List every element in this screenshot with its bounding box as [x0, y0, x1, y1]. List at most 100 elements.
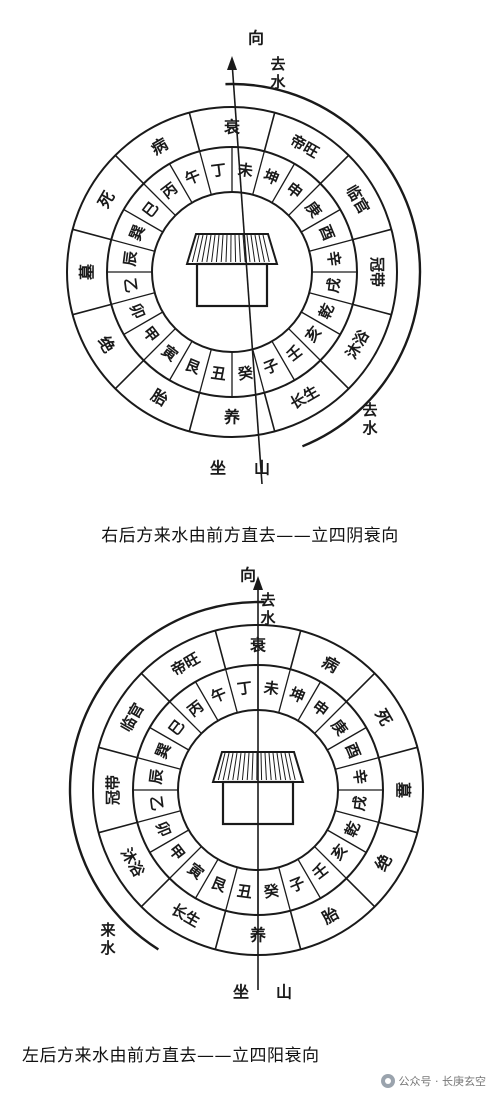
inner-sector-divider: [278, 669, 291, 713]
inner-ring-label: 酉: [316, 222, 338, 243]
direction-arrow-icon: [253, 576, 263, 590]
inner-sector-divider: [137, 810, 181, 823]
inner-sector-divider: [194, 858, 219, 899]
outer-ring-label: 长生: [168, 900, 203, 931]
outer-ring-label: 墓: [78, 263, 97, 281]
inner-ring-label: 乾: [342, 819, 364, 840]
caption-left-water: 左后方来水由前方直去——立四阳衰向: [22, 1046, 320, 1066]
inner-ring-label: 乾: [316, 301, 338, 322]
roof-tile-line: [251, 752, 254, 781]
inner-ring-label: 丑: [236, 882, 253, 902]
roof-tile-line: [268, 752, 272, 781]
outer-ring-label: 临官: [342, 182, 373, 217]
inner-ring-label: 坤: [287, 684, 308, 706]
house-wall: [195, 262, 269, 308]
outer-ring-label: 绝: [94, 333, 118, 356]
inner-ring-label: 戌: [350, 795, 370, 812]
outer-sector-divider: [319, 154, 350, 185]
inner-sector-divider: [314, 846, 347, 879]
direction-label: 向: [240, 566, 256, 585]
roof-tile-line: [220, 234, 224, 263]
outer-ring-label: 冠带: [368, 257, 386, 287]
axis-line: [231, 61, 263, 485]
roof-tile-line: [225, 234, 228, 263]
outer-sector-divider: [214, 630, 227, 670]
inner-ring-label: 丙: [184, 697, 207, 720]
inner-sector-divider: [314, 701, 347, 734]
inner-ring-label: 丁: [210, 160, 227, 180]
inner-sector-divider: [199, 349, 212, 393]
inner-sector-divider: [194, 681, 219, 722]
inner-sector-divider: [111, 292, 155, 305]
outer-sector-divider: [352, 303, 392, 316]
inner-ring-label: 乙: [120, 277, 140, 294]
roof-tile-line: [258, 234, 265, 263]
roof-tile-line: [196, 234, 204, 263]
roof-tile-line: [215, 234, 220, 263]
inner-ring-label: 乙: [146, 795, 166, 812]
inner-sector-divider: [278, 867, 291, 911]
outer-sector-divider: [378, 746, 418, 759]
outer-sector-divider: [352, 228, 392, 241]
outer-sector-divider: [72, 303, 112, 316]
roof-tile-line: [217, 752, 226, 781]
sit-label: 坐: [233, 983, 249, 1002]
outer-ring-label: 胎: [319, 903, 342, 927]
inner-sector-divider: [309, 292, 353, 305]
inner-ring-label: 卯: [152, 819, 174, 840]
inner-ring-label: 丑: [210, 364, 227, 384]
outer-sector-divider: [140, 672, 171, 703]
mountain-label: 山: [254, 459, 270, 478]
watermark: 公众号 · 长庚玄空: [380, 1073, 486, 1089]
inner-sector-divider: [111, 239, 155, 252]
roof-tile-line: [260, 752, 263, 781]
incoming-water-label: 水: [100, 939, 116, 957]
outer-sector-divider: [289, 910, 302, 950]
outer-sector-divider: [345, 672, 376, 703]
inner-ring-label: 申: [283, 179, 306, 202]
roof-tile-line: [206, 234, 212, 263]
direction-label: 向: [248, 29, 264, 48]
outer-ring-label: 临官: [117, 700, 148, 735]
roof-tile-line: [284, 752, 291, 781]
inner-ring-label: 癸: [236, 364, 255, 384]
inner-sector-divider: [123, 208, 164, 233]
inner-ring-label: 庚: [302, 198, 325, 221]
outer-sector-divider: [345, 877, 376, 908]
roof-tile-line: [262, 234, 270, 263]
inner-ring-label: 艮: [208, 874, 230, 897]
inner-sector-divider: [271, 163, 296, 204]
inner-ring-label: 卯: [126, 301, 148, 322]
exit-water-label-side: 水: [362, 419, 378, 437]
outer-ring-label: 长生: [287, 382, 322, 413]
outer-ring-label: 沐浴: [117, 845, 148, 881]
house-icon: [185, 233, 279, 308]
outer-sector-divider: [214, 910, 227, 950]
compass-diagram-2: 衰病死墓绝胎养长生沐浴冠带临官帝旺丁未坤申庚酉辛戌乾亥壬子癸丑艮寅甲卯乙辰巽巳丙…: [68, 566, 424, 1002]
inner-ring-label: 酉: [342, 740, 364, 761]
outer-sector-divider: [98, 746, 138, 759]
roof-tile-line: [280, 752, 287, 781]
roof-tile-line: [272, 752, 277, 781]
roof-tile-line: [227, 752, 234, 781]
inner-ring-label: 坤: [261, 166, 282, 188]
outer-sector-divider: [114, 154, 145, 185]
inner-sector-divider: [335, 757, 379, 770]
roof-tile-line: [201, 234, 208, 263]
outer-sector-divider: [188, 112, 201, 152]
inner-ring-label: 丁: [236, 678, 253, 698]
roof-tile-line: [276, 752, 282, 781]
inner-ring-label: 辰: [146, 767, 166, 785]
outer-ring-circle: [66, 106, 398, 438]
inner-sector-divider: [137, 757, 181, 770]
inner-sector-divider: [300, 311, 341, 336]
exit-water-label-top: 水: [270, 73, 286, 91]
incoming-water-label: 来: [99, 921, 116, 939]
inner-sector-divider: [225, 867, 238, 911]
inner-sector-divider: [326, 726, 367, 751]
inner-ring-label: 戌: [324, 277, 344, 294]
inner-ring-label: 壬: [309, 860, 332, 883]
inner-sector-divider: [252, 349, 265, 393]
inner-sector-divider: [297, 681, 322, 722]
